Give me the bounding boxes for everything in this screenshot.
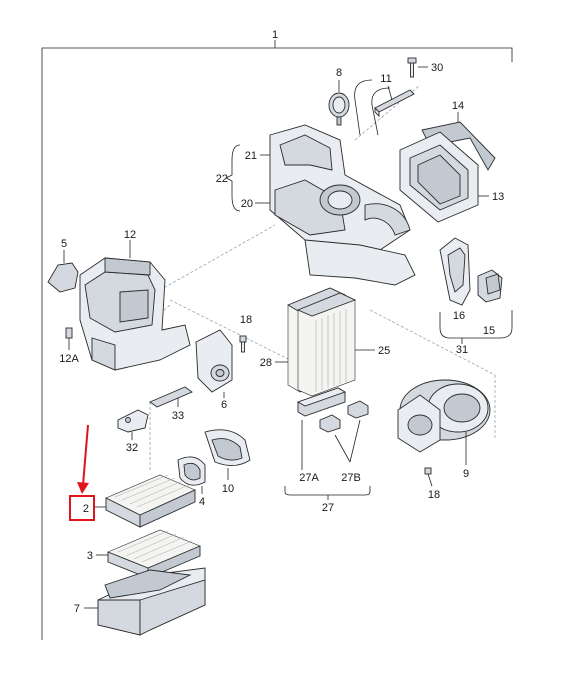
label-18-upper: 18: [240, 314, 252, 326]
part-4-seal: [177, 456, 206, 494]
label-1: 1: [272, 29, 278, 41]
label-16: 16: [453, 310, 465, 322]
label-31: 31: [456, 344, 468, 356]
label-8: 8: [336, 67, 342, 79]
part-15-sensor: [477, 269, 503, 303]
part-30-screw: [407, 57, 428, 78]
highlight-annotation: [69, 424, 95, 521]
label-4: 4: [199, 496, 205, 508]
label-13: 13: [492, 191, 504, 203]
label-27b: 27B: [341, 472, 361, 484]
part-6-actuator: [195, 329, 233, 398]
label-14: 14: [452, 100, 464, 112]
part-27-bracket: [284, 419, 371, 500]
label-33: 33: [172, 410, 184, 422]
part-3-filter: [96, 529, 201, 579]
label-12a: 12A: [59, 353, 79, 365]
label-6: 6: [221, 399, 227, 411]
part-13-housing: [399, 131, 489, 223]
label-30: 30: [431, 62, 443, 74]
label-20: 20: [241, 198, 253, 210]
part-10-seal: [204, 429, 251, 480]
label-21: 21: [245, 150, 257, 162]
part-2-filter: [94, 474, 196, 528]
part-9-blower: [397, 379, 491, 465]
label-28: 28: [260, 357, 272, 369]
label-7: 7: [74, 603, 80, 615]
part-18-screw-upper: [239, 335, 247, 353]
label-25: 25: [378, 345, 390, 357]
part-18-screw-lower: [424, 467, 433, 487]
label-32: 32: [126, 442, 138, 454]
label-5: 5: [61, 238, 67, 250]
assembly-bracket-1: [41, 40, 513, 640]
part-27a-frame: [296, 387, 347, 417]
part-7-lower-housing: [84, 567, 206, 636]
part-25-filter: [296, 292, 375, 397]
red-arrowhead: [77, 482, 89, 494]
label-15: 15: [483, 325, 495, 337]
part-32-gasket: [117, 409, 149, 440]
part-11-bracket: [374, 85, 415, 118]
part-8-flap: [328, 80, 350, 126]
label-11: 11: [380, 73, 391, 85]
part-12-heater-housing: [79, 240, 191, 371]
part-20-21-22-upper-housing: [225, 79, 416, 286]
label-10: 10: [222, 483, 234, 495]
label-9: 9: [463, 468, 469, 480]
label-27a: 27A: [299, 472, 319, 484]
part-16-bracket: [439, 237, 471, 306]
bracket-31: [439, 310, 513, 344]
label-22: 22: [216, 173, 228, 185]
red-arrow: [82, 424, 89, 486]
part-27b-clips: [319, 400, 369, 433]
part-12a-clip: [65, 327, 73, 350]
label-12: 12: [124, 229, 136, 241]
part-33-plate: [149, 386, 193, 408]
part-5-bracket: [47, 250, 79, 293]
highlight-box: [69, 495, 95, 521]
label-2: 2: [83, 503, 89, 515]
label-18-lower: 18: [428, 489, 440, 501]
label-3: 3: [87, 550, 93, 562]
label-27: 27: [322, 502, 334, 514]
